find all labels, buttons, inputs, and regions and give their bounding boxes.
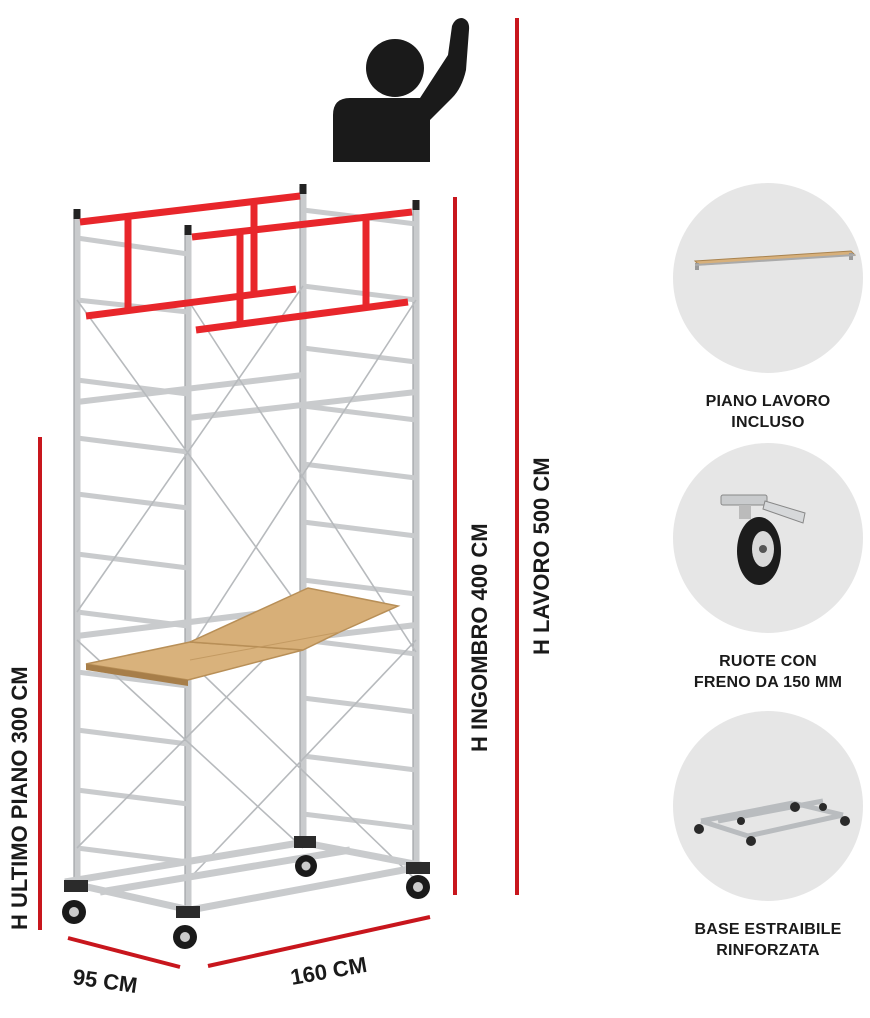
feature-caption-line1: RUOTE CON <box>719 653 817 670</box>
feature-extendable-base: BASE ESTRAIBILE RINFORZATA <box>668 711 868 961</box>
wooden-platform <box>85 587 401 686</box>
width-line <box>207 915 431 968</box>
working-height-label: H LAVORO 500 CM <box>529 457 554 655</box>
feature-caption-line2: RINFORZATA <box>716 942 820 959</box>
depth-line <box>67 936 181 969</box>
person-raising-hand-icon <box>333 18 470 162</box>
feature-caption-line1: BASE ESTRAIBILE <box>694 921 842 938</box>
feature-caption-line1: PIANO LAVORO <box>705 393 831 410</box>
caster-wheels <box>62 836 430 949</box>
feature-caption-line2: INCLUSO <box>731 414 805 431</box>
feature-circle <box>673 711 863 901</box>
top-platform-height-label: H ULTIMO PIANO 300 CM <box>7 666 32 930</box>
feature-caption: PIANO LAVORO INCLUSO <box>668 391 868 433</box>
dimension-lines <box>38 18 519 969</box>
feature-caption: RUOTE CON FRENO DA 150 MM <box>668 651 868 693</box>
feature-caster-wheel: RUOTE CON FRENO DA 150 MM <box>668 443 868 693</box>
feature-circle <box>673 443 863 633</box>
scaffold-frame <box>64 184 426 914</box>
work-platform-icon <box>693 250 857 270</box>
safety-railing <box>79 192 413 334</box>
wheel-front-left <box>62 880 88 924</box>
extendable-base-icon <box>694 798 850 846</box>
wheel-back-right <box>406 862 430 899</box>
caster-wheel-icon <box>720 494 806 585</box>
feature-circle <box>673 183 863 373</box>
feature-caption-line2: FRENO DA 150 MM <box>693 674 843 691</box>
wheel-back-left <box>294 836 317 877</box>
depth-label: 95 CM <box>71 964 139 998</box>
overall-height-label: H INGOMBRO 400 CM <box>467 523 492 752</box>
feature-work-platform: PIANO LAVORO INCLUSO <box>668 183 868 433</box>
wheel-front-right <box>173 906 200 949</box>
feature-caption: BASE ESTRAIBILE RINFORZATA <box>668 919 868 961</box>
width-label: 160 CM <box>289 952 369 990</box>
